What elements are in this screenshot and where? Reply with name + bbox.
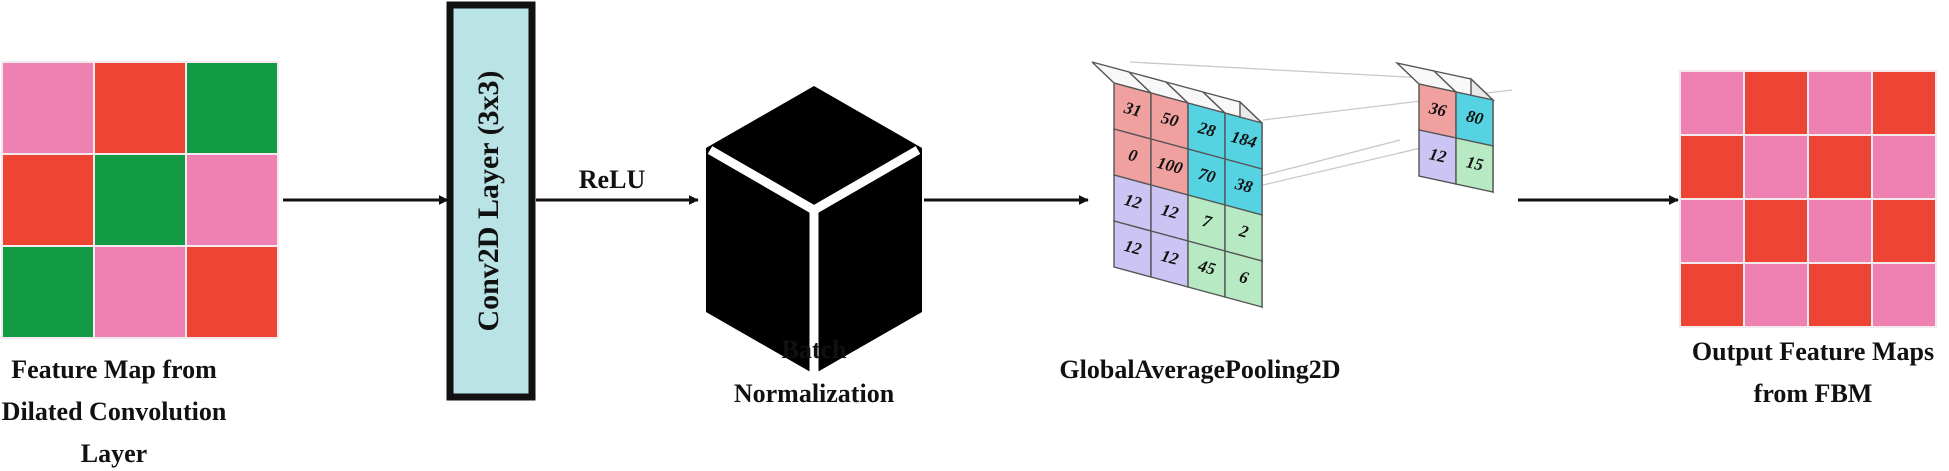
input-map-cell: [185, 61, 279, 155]
output-map-cell: [1807, 134, 1873, 200]
output-map-cell: [1679, 262, 1745, 328]
batch-norm-cube-icon: [706, 86, 922, 374]
output-feature-map: [1679, 70, 1937, 328]
pooling-input-value: 38: [1232, 174, 1255, 197]
output-map-cell: [1871, 134, 1937, 200]
output-map-cell: [1807, 198, 1873, 264]
output-label-line-2: from FBM: [1754, 379, 1873, 408]
output-map-cell: [1871, 198, 1937, 264]
input-map-cell: [1, 61, 95, 155]
input-map-cell: [185, 153, 279, 247]
input-map-cell: [185, 245, 279, 339]
output-map-cell: [1743, 134, 1809, 200]
pooling-input-value: 12: [1159, 200, 1181, 223]
output-map-cell: [1743, 262, 1809, 328]
input-label-line-3: Layer: [81, 439, 147, 468]
pooling-input-value: 12: [1122, 190, 1144, 213]
output-map-cell: [1743, 70, 1809, 136]
input-map-cell: [1, 153, 95, 247]
output-map-cell: [1679, 198, 1745, 264]
pooling-input-value: 50: [1159, 108, 1181, 131]
output-map-cell: [1871, 70, 1937, 136]
output-map-cell: [1679, 134, 1745, 200]
output-map-cell: [1679, 70, 1745, 136]
pooling-input-value: 70: [1196, 164, 1218, 187]
input-feature-map: [1, 61, 279, 339]
input-map-cell: [93, 153, 187, 247]
pooling-input-value: 45: [1195, 256, 1218, 279]
bn-label-line-2: Normalization: [734, 379, 895, 408]
pooling-output-value: 15: [1465, 152, 1486, 174]
pooling-input-value: 31: [1121, 98, 1143, 121]
pooling-input-value: 12: [1159, 246, 1181, 269]
pooling-output-front-face: [1455, 137, 1494, 193]
bn-label-line-1: Batch: [782, 335, 848, 364]
pooling-input-value: 28: [1195, 118, 1218, 141]
input-map-cell: [93, 245, 187, 339]
relu-label: ReLU: [579, 165, 646, 194]
input-map-cell: [93, 61, 187, 155]
pooling-input-front-face: [1224, 250, 1263, 308]
output-label-line-1: Output Feature Maps: [1692, 337, 1934, 366]
conv2d-block: [446, 1, 536, 401]
pooling-output-value: 36: [1427, 98, 1449, 120]
pooling-output-value: 12: [1428, 144, 1449, 166]
pooling-label: GlobalAveragePooling2D: [1059, 355, 1340, 384]
output-map-cell: [1807, 262, 1873, 328]
conv2d-label: Conv2D Layer (3x3): [472, 70, 505, 331]
pooling-output-tensor: 36 80 12 15: [1394, 61, 1496, 194]
input-label-line-2: Dilated Convolution: [2, 397, 227, 426]
output-map-cell: [1743, 198, 1809, 264]
pooling-input-value: 12: [1122, 236, 1144, 259]
input-map-cell: [1, 245, 95, 339]
output-map-cell: [1807, 70, 1873, 136]
pooling-output-value: 80: [1465, 106, 1486, 128]
output-map-cell: [1871, 262, 1937, 328]
input-label-line-1: Feature Map from: [11, 355, 217, 384]
